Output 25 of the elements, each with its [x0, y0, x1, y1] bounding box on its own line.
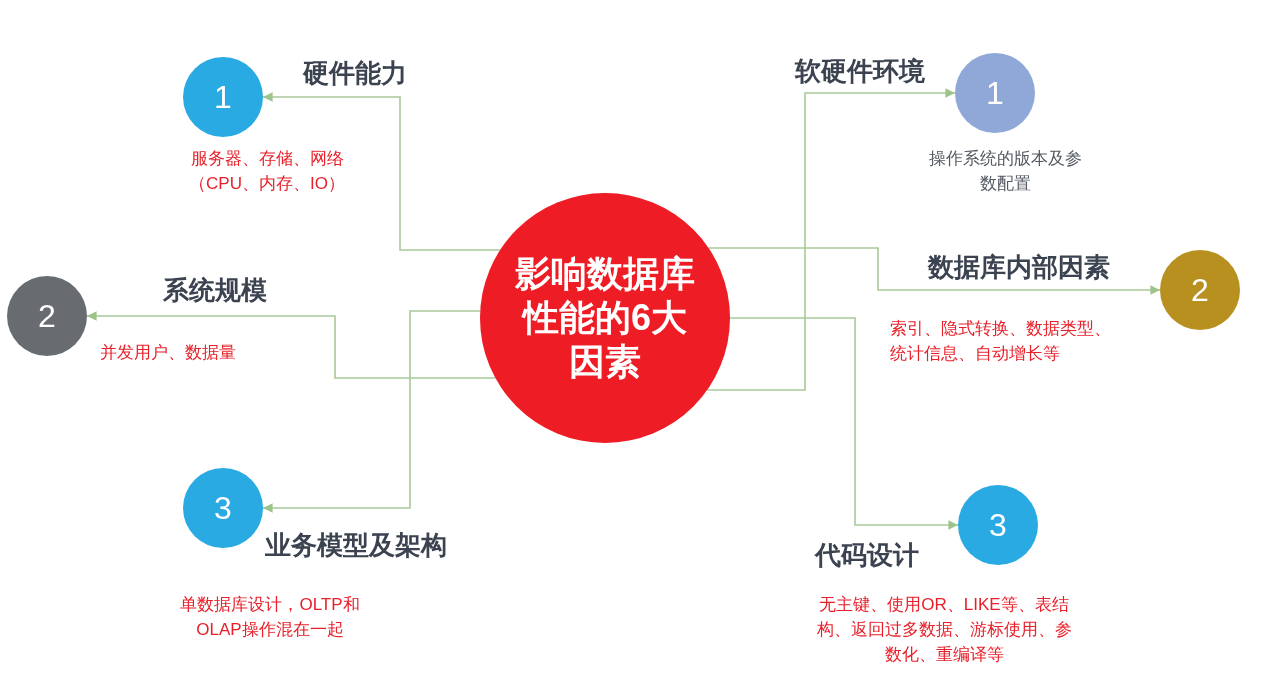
factor-heading: 数据库内部因素 [928, 251, 1110, 284]
factor-description: 操作系统的版本及参数配置 [927, 148, 1083, 195]
number-circle: 3 [958, 485, 1038, 565]
arrow [86, 311, 497, 379]
number-circle: 2 [1160, 250, 1240, 330]
number-circle: 1 [183, 57, 263, 137]
factor-description: 单数据库设计，OLTP和OLAP操作混在一起 [179, 594, 361, 641]
factor-heading: 硬件能力 [303, 57, 407, 90]
factor-heading: 系统规模 [163, 274, 267, 307]
factor-description: 索引、隐式转换、数据类型、统计信息、自动增长等 [890, 318, 1112, 365]
number-circle: 2 [7, 276, 87, 356]
factor-heading: 业务模型及架构 [265, 529, 447, 562]
arrow [729, 317, 959, 530]
arrow [262, 92, 501, 251]
arrow [262, 310, 481, 513]
factor-heading: 代码设计 [815, 539, 919, 572]
factor-description: 服务器、存储、网络（CPU、内存、IO） [188, 148, 346, 195]
number-circle: 1 [955, 53, 1035, 133]
factor-description: 并发用户、数据量 [100, 342, 237, 364]
factor-description: 无主键、使用OR、LIKE等、表结构、返回过多数据、游标使用、参数化、重编译等 [815, 594, 1073, 666]
number-circle: 3 [183, 468, 263, 548]
arrow [707, 247, 1161, 295]
arrow [706, 88, 956, 391]
factor-heading: 软硬件环境 [795, 55, 925, 88]
center-circle: 影响数据库性能的6大因素 [480, 193, 730, 443]
